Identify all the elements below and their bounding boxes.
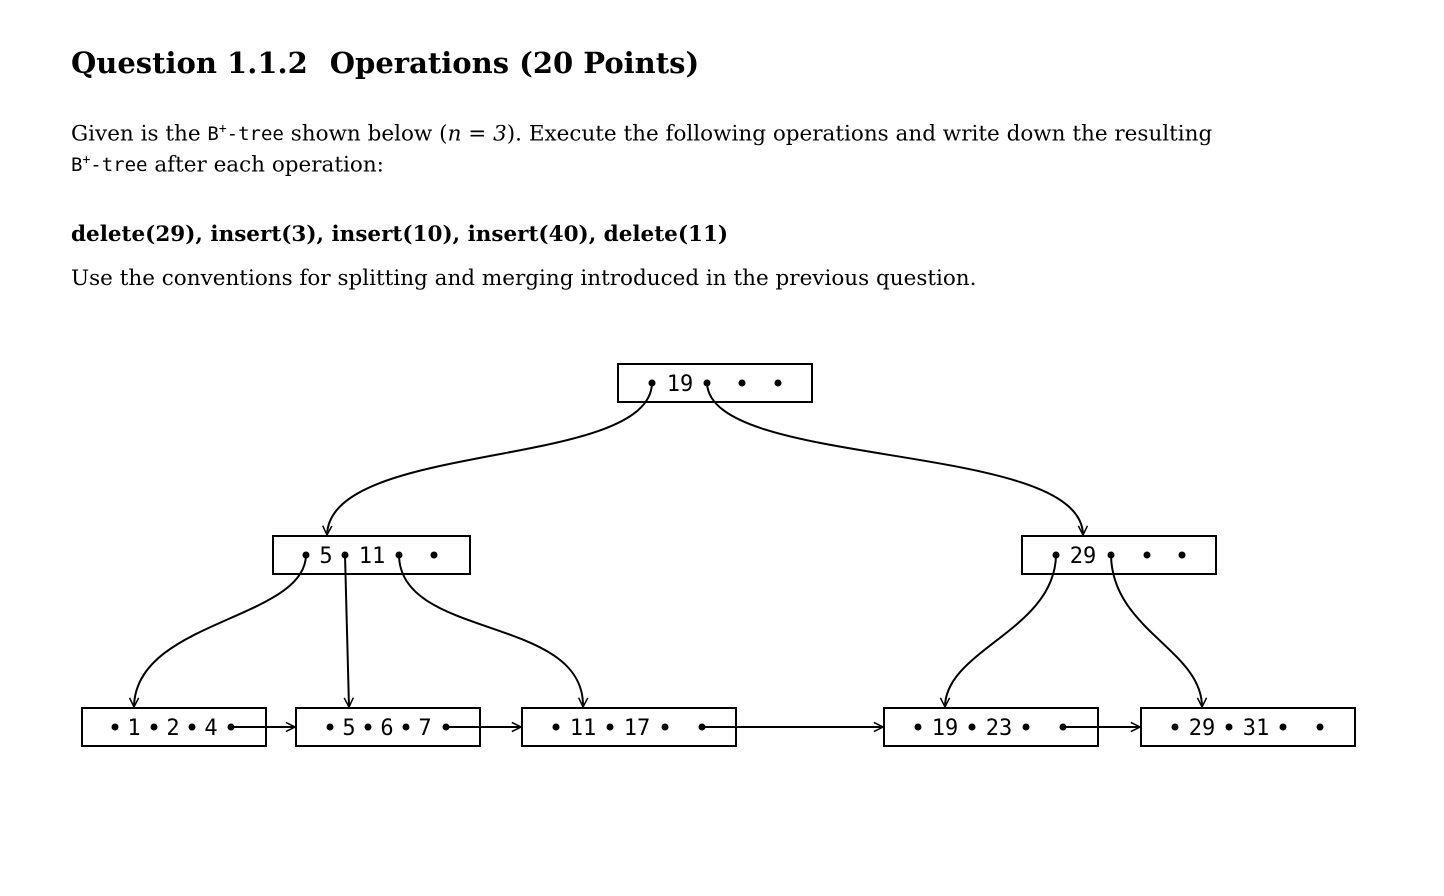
leaf-5-key-1: 29 bbox=[1189, 716, 1216, 741]
edge-internal-left-to-leaf-2 bbox=[345, 554, 349, 707]
edge-root-to-internal-left bbox=[327, 382, 653, 535]
intro-line-1: Given is the B+-tree shown below (n = 3)… bbox=[71, 114, 1212, 150]
internal-node-left: 5 11 bbox=[272, 535, 471, 575]
internal-node-right: 29 bbox=[1021, 535, 1217, 575]
bplus-suffix-2: -tree bbox=[90, 154, 148, 177]
root-node: 19 bbox=[617, 363, 813, 403]
intro-text-2: shown below ( bbox=[283, 121, 448, 147]
leaf-1-pointer-1 bbox=[111, 723, 119, 731]
internal-node-right-box bbox=[1021, 535, 1217, 575]
operations-list: delete(29), insert(3), insert(10), inser… bbox=[71, 222, 729, 247]
root-pointer-3 bbox=[738, 379, 746, 387]
leaf-4-key-1: 19 bbox=[932, 716, 959, 741]
intro-text-1: Given is the bbox=[71, 121, 208, 147]
question-title: Operations (20 Points) bbox=[329, 46, 700, 80]
leaf-4-pointer-1 bbox=[914, 723, 922, 731]
internal-left-key-2: 11 bbox=[359, 544, 386, 569]
leaf-node-3: 11 17 bbox=[521, 707, 737, 747]
leaf-3-key-2: 17 bbox=[624, 716, 651, 741]
leaf-5-box bbox=[1140, 707, 1356, 747]
math-n: n bbox=[447, 121, 462, 147]
question-number: Question 1.1.2 bbox=[71, 46, 308, 80]
leaf-node-5: 29 31 bbox=[1140, 707, 1356, 747]
leaf-1-key-3: 4 bbox=[204, 716, 217, 741]
bplus-tree-term-2: B+-tree bbox=[71, 153, 148, 177]
bplus-sup-1: + bbox=[218, 122, 227, 137]
bplus-sup-2: + bbox=[82, 153, 91, 168]
leaf-5-key-2: 31 bbox=[1243, 716, 1270, 741]
leaf-3-pointer-3 bbox=[661, 723, 669, 731]
convention-note: Use the conventions for splitting and me… bbox=[71, 266, 977, 291]
internal-right-pointer-4 bbox=[1178, 551, 1186, 559]
leaf-5-pointer-1 bbox=[1171, 723, 1179, 731]
leaf-1-key-1: 1 bbox=[127, 716, 140, 741]
internal-right-key-1: 29 bbox=[1070, 544, 1097, 569]
leaf-2-pointer-3 bbox=[402, 723, 410, 731]
bplus-tree-term-1: B+-tree bbox=[207, 122, 284, 146]
leaf-5-next-pointer bbox=[1316, 723, 1324, 731]
leaf-2-pointer-1 bbox=[326, 723, 334, 731]
leaf-1-key-2: 2 bbox=[166, 716, 179, 741]
root-node-box bbox=[617, 363, 813, 403]
bplus-b-2: B bbox=[71, 154, 83, 177]
root-pointer-4 bbox=[774, 379, 782, 387]
math-eq: = bbox=[461, 121, 494, 147]
leaf-5-pointer-3 bbox=[1279, 723, 1287, 731]
edge-internal-right-to-leaf-5 bbox=[1110, 554, 1202, 707]
internal-right-pointer-3 bbox=[1143, 551, 1151, 559]
leaf-2-pointer-2 bbox=[364, 723, 372, 731]
leaf-3-pointer-2 bbox=[606, 723, 614, 731]
leaf-4-pointer-3 bbox=[1022, 723, 1030, 731]
intro-line-2: B+-tree after each operation: bbox=[71, 145, 384, 181]
edge-internal-left-to-leaf-1 bbox=[134, 554, 307, 707]
edge-internal-left-to-leaf-3 bbox=[398, 554, 583, 707]
edge-internal-right-to-leaf-4 bbox=[945, 554, 1057, 707]
leaf-2-key-1: 5 bbox=[342, 716, 355, 741]
leaf-3-pointer-1 bbox=[552, 723, 560, 731]
edge-root-to-internal-right bbox=[706, 382, 1083, 535]
intro-text-3: ). Execute the following operations and … bbox=[506, 121, 1213, 147]
bplus-b-1: B bbox=[207, 123, 219, 146]
leaf-5-pointer-2 bbox=[1225, 723, 1233, 731]
intro-text-4: after each operation: bbox=[147, 152, 384, 178]
leaf-2-key-3: 7 bbox=[418, 716, 431, 741]
bplus-suffix-1: -tree bbox=[226, 123, 284, 146]
leaf-node-2: 5 6 7 bbox=[295, 707, 481, 747]
math-val: 3 bbox=[493, 121, 507, 147]
leaf-4-key-2: 23 bbox=[986, 716, 1013, 741]
question-heading: Question 1.1.2 Operations (20 Points) bbox=[71, 46, 699, 80]
leaf-3-key-1: 11 bbox=[570, 716, 597, 741]
root-key-1: 19 bbox=[667, 372, 694, 397]
leaf-4-pointer-2 bbox=[968, 723, 976, 731]
leaf-1-pointer-3 bbox=[188, 723, 196, 731]
internal-node-left-box bbox=[272, 535, 471, 575]
leaf-1-pointer-2 bbox=[150, 723, 158, 731]
internal-left-key-1: 5 bbox=[319, 544, 332, 569]
leaf-2-key-2: 6 bbox=[380, 716, 393, 741]
internal-left-pointer-4 bbox=[430, 551, 438, 559]
